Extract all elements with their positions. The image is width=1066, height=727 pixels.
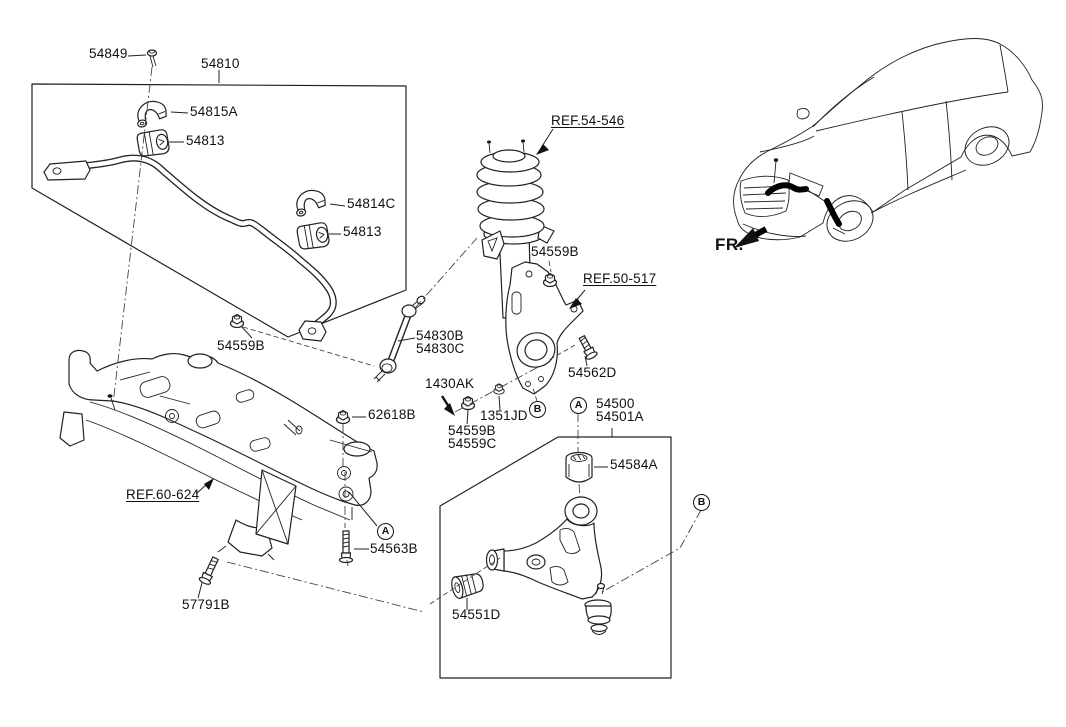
label-ref-54-546: REF.54-546 — [551, 113, 625, 128]
bracket-front-icon — [137, 100, 167, 128]
phantom-lines — [112, 66, 702, 613]
fr-direction-arrow — [734, 226, 768, 248]
label-arm: 54500 54501A — [596, 396, 644, 424]
label-54814c: 54814C — [347, 196, 396, 211]
label-1430ak: 1430AK — [425, 376, 475, 391]
marker-b-ball-joint: B — [693, 494, 710, 511]
stabilizer-link-drawing — [373, 295, 426, 383]
knuckle-drawing — [505, 261, 584, 395]
bolt-54849-icon — [146, 49, 158, 68]
label-54813-front: 54813 — [186, 133, 225, 148]
label-54563b: 54563B — [370, 541, 418, 556]
label-54500: 54500 — [596, 396, 635, 411]
label-54813-rear: 54813 — [343, 224, 382, 239]
control-arm-drawing — [485, 496, 612, 635]
nut-54559b-strut-icon — [542, 272, 558, 288]
marker-a-crossmember: A — [377, 523, 394, 540]
car-stabilizer-highlight — [765, 158, 846, 235]
label-54830b: 54830B — [416, 328, 464, 343]
label-1351jd: 1351JD — [480, 408, 528, 423]
crossmember-drawing — [59, 349, 378, 561]
label-54849: 54849 — [89, 46, 128, 61]
bolt-54562d-icon — [578, 335, 598, 360]
label-54584a: 54584A — [610, 457, 658, 472]
bushing-front-icon — [136, 129, 170, 157]
label-54830c: 54830C — [416, 341, 465, 356]
horizontal-bushing-icon — [451, 573, 484, 600]
label-54810: 54810 — [201, 56, 240, 71]
control-arm-box — [439, 436, 672, 679]
label-54551d: 54551D — [452, 607, 501, 622]
label-54559b-strut: 54559B — [531, 244, 579, 259]
label-fr: FR. — [715, 235, 744, 254]
label-54501a: 54501A — [596, 409, 644, 424]
label-54559b-pair: 54559B — [448, 423, 496, 438]
label-stab-link: 54830B 54830C — [416, 328, 465, 356]
stabilizer-box — [31, 83, 407, 338]
car-outline — [733, 38, 1043, 242]
bolt-57791b-icon — [198, 556, 219, 585]
nut-62618b-icon — [335, 409, 351, 425]
ball-joint-icon — [584, 582, 612, 635]
label-ref-60-624: REF.60-624 — [126, 487, 200, 502]
marker-a-control-arm-ref: A — [570, 397, 587, 414]
label-nut-pair: 54559B 54559C — [448, 423, 497, 451]
vertical-bushing-icon — [565, 451, 593, 483]
label-54815a: 54815A — [190, 104, 238, 119]
label-62618b: 62618B — [368, 407, 416, 422]
stabilizer-bar-drawing — [43, 154, 337, 342]
label-54562d: 54562D — [568, 365, 617, 380]
leader-lines — [127, 54, 613, 610]
bracket-rear-icon — [296, 189, 326, 217]
label-54559c-pair: 54559C — [448, 436, 497, 451]
label-54559b-stab: 54559B — [217, 338, 265, 353]
label-ref-50-517: REF.50-517 — [583, 271, 657, 286]
bushing-rear-icon — [296, 222, 330, 250]
label-57791b: 57791B — [182, 597, 230, 612]
nut-1351jd-icon — [493, 383, 505, 395]
bolt-54563b-icon — [338, 530, 354, 564]
nut-54559b-stab-icon — [229, 313, 245, 329]
marker-b-knuckle: B — [529, 401, 546, 418]
